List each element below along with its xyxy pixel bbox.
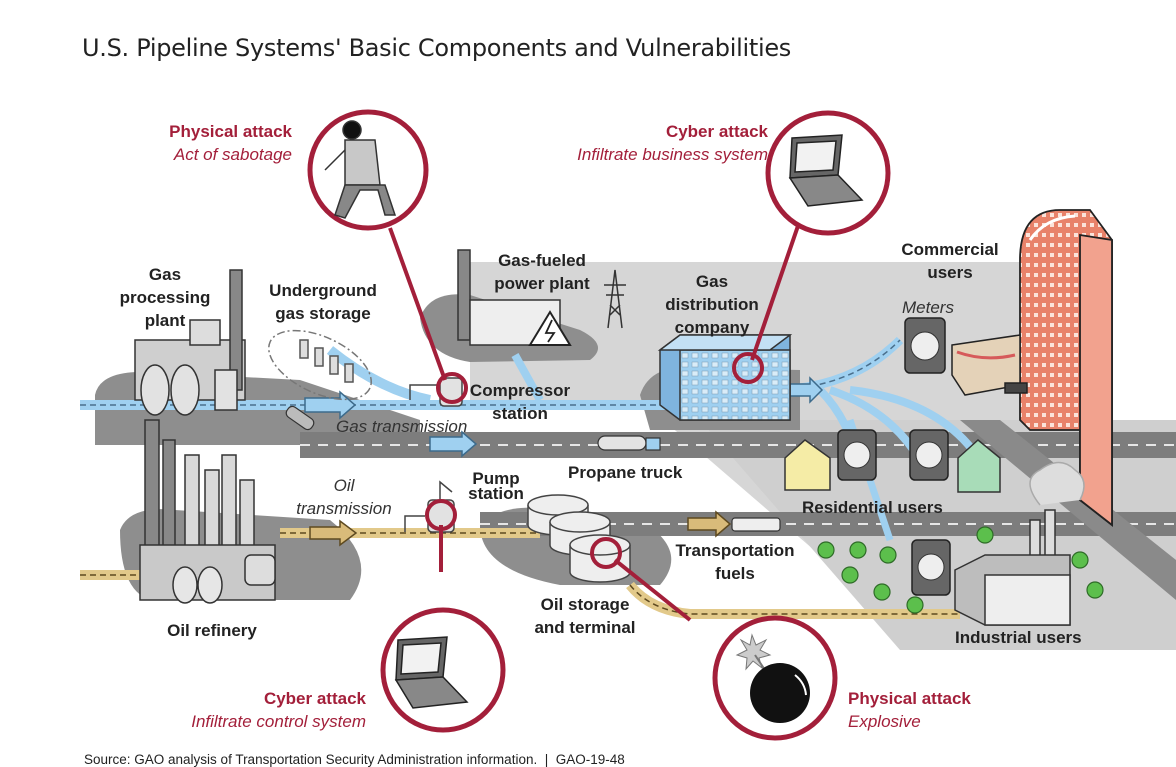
industrial-users-label: Industrial users <box>955 628 1082 647</box>
page-title: U.S. Pipeline Systems' Basic Components … <box>82 34 791 62</box>
trees <box>817 526 1104 614</box>
distribution-company-label: Gas <box>696 272 728 291</box>
oil-flow-arrows <box>309 510 732 547</box>
gas-flow-arrows <box>304 376 824 458</box>
laptop-icon <box>394 636 469 709</box>
compressor-station-label: station <box>492 404 548 423</box>
attack-type-label: Physical attack <box>848 689 971 708</box>
attack-callout-business[interactable] <box>732 110 891 384</box>
attack-detail-label: Infiltrate business system <box>577 145 768 164</box>
meter-icon <box>837 429 877 481</box>
attack-type-label: Cyber attack <box>666 122 769 141</box>
oil-storage-label: and terminal <box>534 618 635 637</box>
commercial-users-label: Commercial <box>901 240 998 259</box>
commercial-users-label: users <box>927 263 972 282</box>
attack-callout-explosive[interactable] <box>590 537 838 741</box>
gas-fueled-power-plant <box>457 249 572 346</box>
transportation-fuels-label: Transportation <box>675 541 794 560</box>
laptop-icon <box>788 134 864 207</box>
gas-transmission-label: Gas transmission <box>336 417 467 436</box>
transmission-tower-icon <box>604 269 626 329</box>
saboteur-icon <box>324 120 397 219</box>
gas-processing-plant-label: processing <box>120 288 211 307</box>
gas-processing-plant-label: plant <box>145 311 186 330</box>
industrial-factory <box>954 461 1085 626</box>
attack-type-label: Cyber attack <box>264 689 367 708</box>
attack-detail-label: Infiltrate control system <box>191 712 366 731</box>
propane-truck <box>597 435 661 451</box>
residential-users-label: Residential users <box>802 498 943 517</box>
meter-icon <box>904 317 946 374</box>
underground-storage-label: Underground <box>269 281 377 300</box>
oil-transmission-label: Oil <box>334 476 356 495</box>
residential-houses <box>784 439 1001 493</box>
pump-station-label: Pump <box>472 469 519 488</box>
oil-storage-label: Oil storage <box>541 595 630 614</box>
attack-detail-label: Explosive <box>848 712 921 731</box>
oil-refinery-plant <box>139 419 276 604</box>
distribution-company-label: company <box>675 318 750 337</box>
gas-processing-plant <box>134 269 246 416</box>
attack-callout-control[interactable] <box>380 499 506 733</box>
gas-processing-plant-label: Gas <box>149 265 181 284</box>
pump-station-label: station <box>468 484 524 503</box>
underground-storage-label: gas storage <box>275 304 370 323</box>
meter-icon <box>909 429 949 481</box>
bus <box>731 517 781 532</box>
attack-type-label: Physical attack <box>169 122 292 141</box>
distribution-company-label: distribution <box>665 295 758 314</box>
propane-truck-label: Propane truck <box>568 463 683 482</box>
power-plant-label: power plant <box>494 274 590 293</box>
meters-label: Meters <box>902 298 954 317</box>
gas-tanker-truck <box>285 405 315 431</box>
transportation-fuels-label: fuels <box>715 564 755 583</box>
attack-detail-label: Act of sabotage <box>173 145 292 164</box>
oil-refinery-label: Oil refinery <box>167 621 257 640</box>
power-plant-label: Gas-fueled <box>498 251 586 270</box>
underground-gas-storage <box>268 329 372 401</box>
source-note: Source: GAO analysis of Transportation S… <box>84 752 625 767</box>
compressor-station-label: Compressor <box>470 381 571 400</box>
oil-transmission-label: transmission <box>296 499 391 518</box>
gas-distribution-building <box>657 334 793 421</box>
commercial-tower <box>1019 209 1113 527</box>
bomb-icon <box>735 633 810 723</box>
meter-icon <box>911 539 951 596</box>
high-voltage-icon <box>528 310 572 346</box>
commercial-shop <box>951 334 1028 396</box>
attack-callout-sabotage[interactable] <box>307 109 468 404</box>
gas-meters <box>837 317 951 596</box>
